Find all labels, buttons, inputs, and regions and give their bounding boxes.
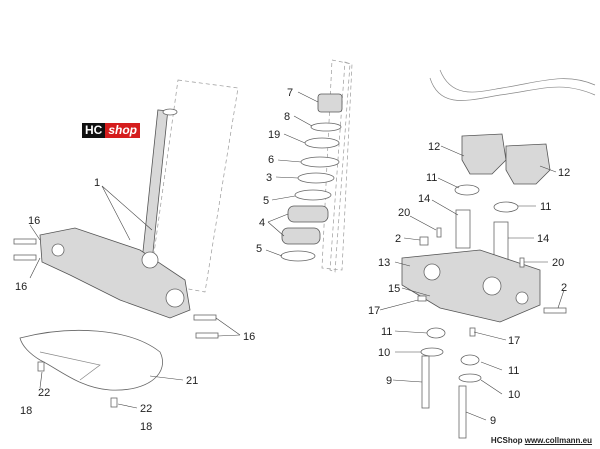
callout-19: 19 (268, 129, 280, 141)
callout-4: 4 (259, 217, 265, 229)
bolts-16 (13, 238, 219, 339)
callout-16c: 16 (243, 331, 255, 343)
callout-12a: 12 (428, 141, 440, 153)
callout-17b: 17 (508, 335, 520, 347)
hc-shop-logo: HC shop (82, 123, 141, 138)
leader-lines (29, 91, 565, 421)
callout-16b: 16 (15, 281, 27, 293)
callout-1: 1 (94, 177, 100, 189)
callout-21: 21 (186, 375, 198, 387)
callout-5a: 5 (263, 195, 269, 207)
callout-3: 3 (266, 172, 272, 184)
dashed-frame-left (149, 79, 239, 293)
footer-url-link[interactable]: www.collmann.eu (524, 436, 592, 445)
spacers-14-11 (454, 184, 519, 261)
callout-15: 15 (388, 283, 400, 295)
callout-11a: 11 (426, 172, 437, 184)
callout-12b: 12 (558, 167, 570, 179)
footer-credit: HCShop www.collmann.eu (491, 436, 592, 445)
handlebar-risers-part (461, 133, 551, 185)
callout-20a: 20 (398, 207, 410, 219)
handlebar-outline (429, 69, 596, 101)
callout-22a: 22 (38, 387, 50, 399)
callout-2a: 2 (395, 233, 401, 245)
callout-13: 13 (378, 257, 390, 269)
logo-shop-text: shop (105, 123, 141, 138)
callout-14b: 14 (537, 233, 549, 245)
callout-22b: 22 (140, 403, 152, 415)
callout-10a: 10 (378, 347, 390, 359)
callout-20b: 20 (552, 257, 564, 269)
callout-9a: 9 (386, 375, 392, 387)
callout-11b: 11 (540, 201, 551, 213)
footer-brand: HCShop (490, 436, 523, 445)
dashed-frame-right (329, 61, 351, 273)
cover-plate-part (19, 329, 163, 391)
callout-11d: 11 (508, 365, 519, 377)
callout-17a: 17 (368, 305, 380, 317)
callout-labels: 1 16 16 16 21 22 18 22 18 7 8 19 6 3 5 4… (15, 87, 570, 433)
callout-6: 6 (268, 154, 274, 166)
callout-5b: 5 (256, 243, 262, 255)
bearing-stack-part (280, 93, 343, 262)
callout-9b: 9 (490, 415, 496, 427)
callout-8: 8 (284, 111, 290, 123)
callout-2b: 2 (561, 282, 567, 294)
steering-stem-part (39, 108, 191, 319)
screws-18-22 (37, 361, 118, 408)
callout-18a: 18 (20, 405, 32, 417)
callout-18b: 18 (140, 421, 152, 433)
callout-14a: 14 (418, 193, 430, 205)
callout-10b: 10 (508, 389, 520, 401)
callout-16a: 16 (28, 215, 40, 227)
logo-hc-text: HC (82, 123, 106, 138)
lower-bolts-9 (420, 327, 482, 439)
callout-11c: 11 (381, 326, 392, 338)
small-parts-right (417, 227, 567, 337)
upper-triple-clamp-part (401, 249, 541, 323)
callout-7: 7 (287, 87, 293, 99)
